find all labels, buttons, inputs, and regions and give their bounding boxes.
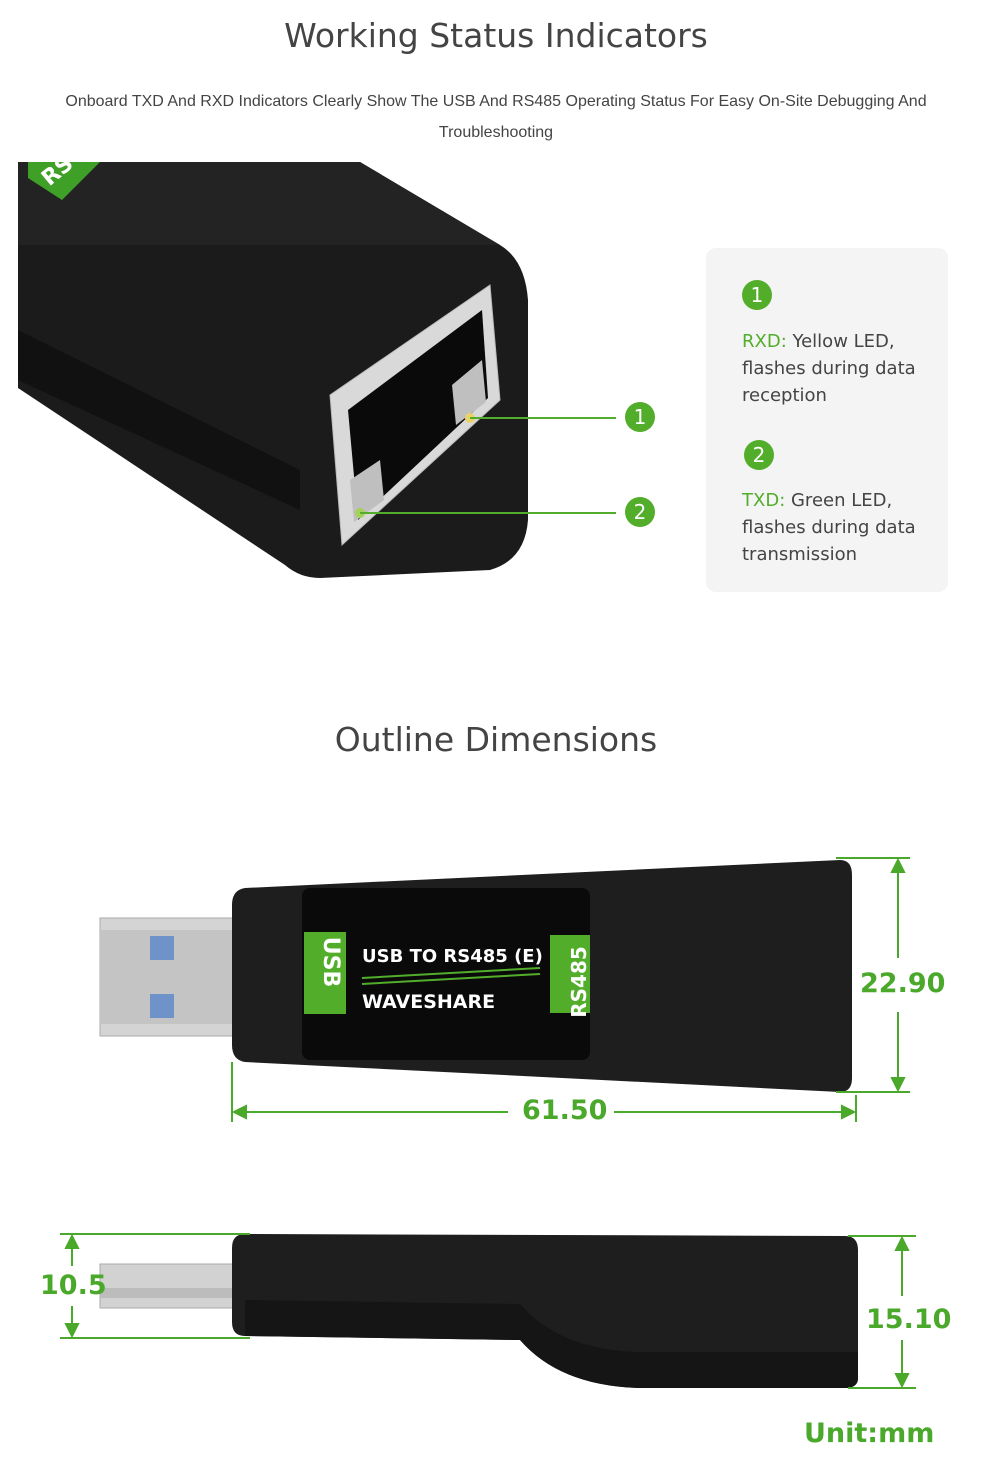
dim-height-top: 22.90 bbox=[860, 968, 946, 999]
rxd-key: RXD bbox=[742, 331, 781, 352]
panel-badge-1: 1 bbox=[742, 280, 772, 310]
section-title-status: Working Status Indicators bbox=[284, 16, 708, 55]
unit-label: Unit:mm bbox=[804, 1418, 935, 1449]
panel-badge-2: 2 bbox=[744, 440, 774, 470]
callout-badge-1: 1 bbox=[625, 402, 655, 432]
callout-badge-2: 2 bbox=[625, 497, 655, 527]
txd-sep: : bbox=[779, 490, 786, 511]
product-label: USB TO RS485 (E) bbox=[362, 946, 543, 967]
rxd-sep: : bbox=[780, 331, 787, 352]
dim-length: 61.50 bbox=[522, 1095, 608, 1126]
device-side-view bbox=[99, 1234, 858, 1388]
dimension-lines-top bbox=[231, 857, 910, 1122]
section-subtitle-status: Onboard TXD And RXD Indicators Clearly S… bbox=[65, 93, 927, 141]
rxd-description: RXD: Yellow LED, flashes during data rec… bbox=[742, 328, 942, 409]
indicator-info-panel: 1 RXD: Yellow LED, flashes during data r… bbox=[706, 248, 948, 592]
rs485-label: RS485 bbox=[567, 946, 591, 1018]
section-title-dimensions: Outline Dimensions bbox=[334, 720, 658, 759]
rxd-text: Yellow LED, flashes during data receptio… bbox=[742, 331, 916, 406]
usb-label: USB bbox=[318, 937, 343, 987]
device-top-view: USB USB TO RS485 (E) WAVESHARE RS485 bbox=[99, 860, 852, 1092]
brand-label: WAVESHARE bbox=[362, 991, 495, 1013]
dim-plug-height: 10.5 bbox=[40, 1270, 107, 1301]
device-rj45-end-photo: RS bbox=[18, 151, 528, 578]
dimension-lines-side bbox=[60, 1233, 916, 1389]
dim-body-height: 15.10 bbox=[866, 1304, 952, 1335]
txd-key: TXD bbox=[742, 490, 780, 511]
txd-text: Green LED, flashes during data transmiss… bbox=[742, 490, 916, 565]
txd-description: TXD: Green LED, flashes during data tran… bbox=[742, 487, 942, 568]
